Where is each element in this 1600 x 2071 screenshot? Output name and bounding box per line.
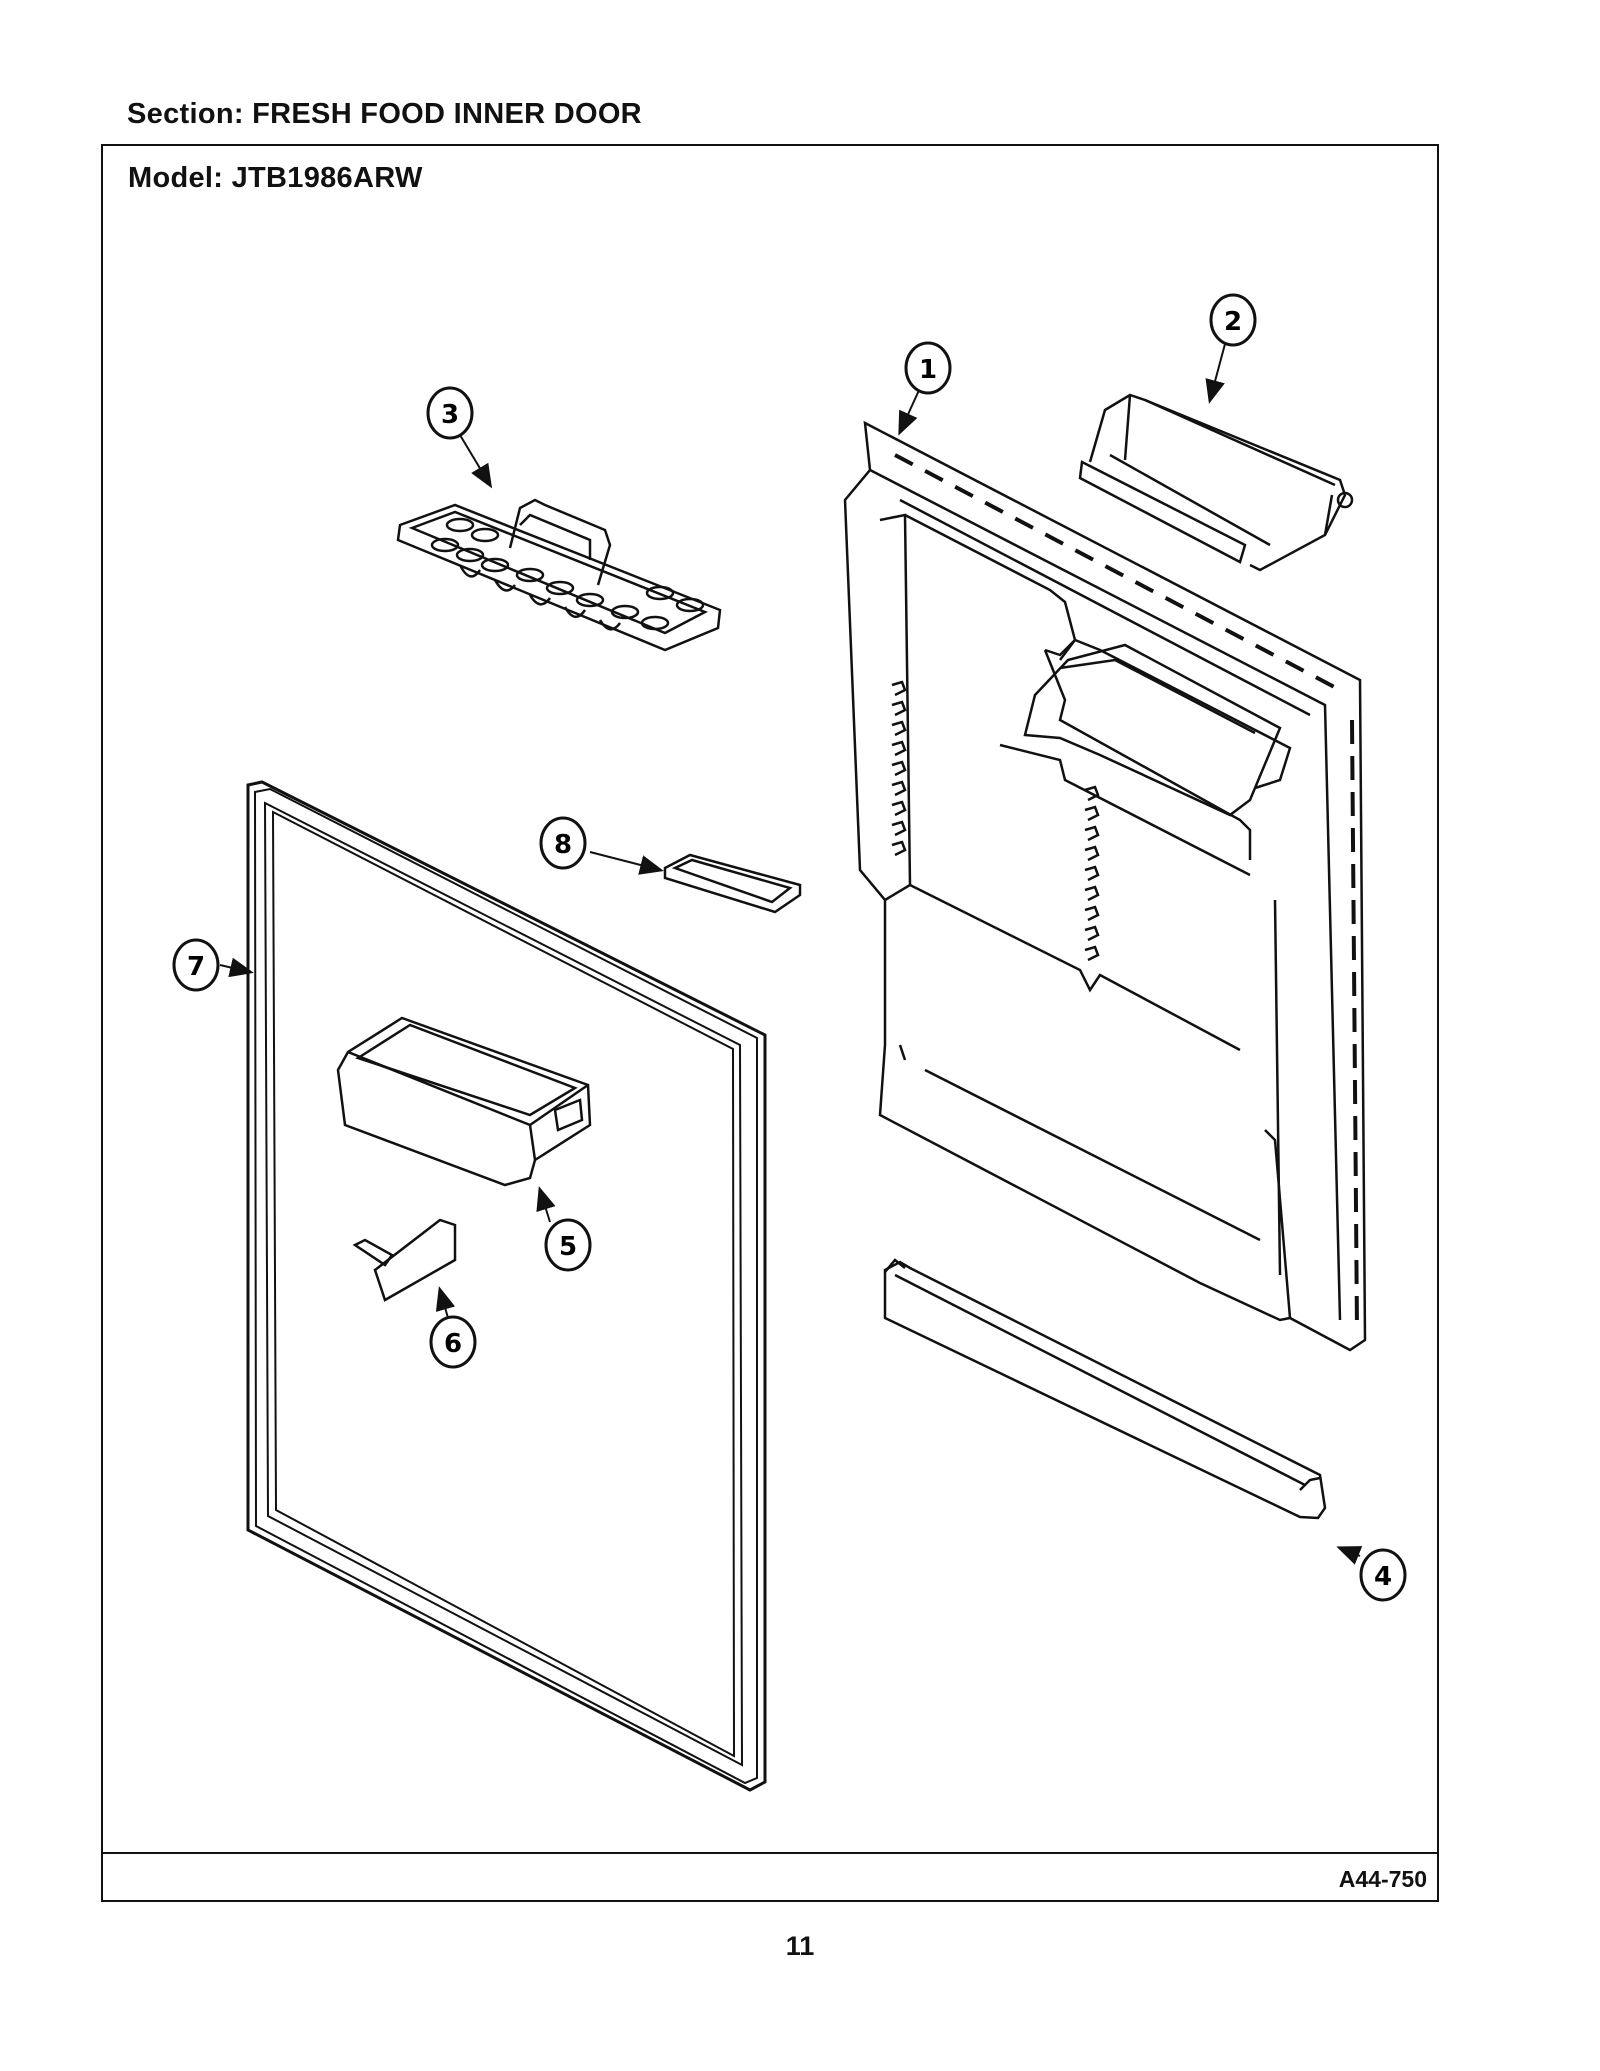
callout-7: 7 [172,938,220,992]
svg-text:3: 3 [441,400,459,430]
section-title: Section: FRESH FOOD INNER DOOR [127,98,642,130]
callout-6: 6 [429,1315,477,1369]
callout-5: 5 [544,1218,592,1272]
inner-door-liner-part-1 [843,420,1367,1352]
svg-text:5: 5 [559,1232,577,1262]
callout-2: 2 [1209,293,1257,347]
svg-text:8: 8 [554,830,572,860]
leader-arrows [219,343,1363,1565]
callout-4: 4 [1359,1548,1407,1602]
svg-text:1: 1 [919,355,937,385]
drawing-id: A44-750 [1338,1866,1427,1892]
door-gasket-part-7 [246,780,767,1792]
door-bin-part-5 [336,1016,592,1187]
model-title: Model: JTB1986ARW [128,162,423,194]
svg-text:6: 6 [444,1329,462,1359]
page-number: 11 [785,1931,815,1961]
callout-8: 8 [539,816,587,870]
callout-3: 3 [426,386,474,440]
diagram-frame: Model: JTB1986ARW A44-750 [101,144,1439,1902]
svg-text:4: 4 [1374,1562,1392,1592]
egg-tray-part-3 [396,498,722,652]
bin-clip-part-6 [352,1218,457,1302]
svg-text:2: 2 [1224,307,1242,337]
dairy-door-part-2 [1078,393,1354,572]
footer-divider [103,1852,1437,1854]
callout-1: 1 [904,341,952,395]
door-rail-part-4 [883,1258,1327,1520]
small-tray-part-8 [663,853,802,914]
svg-text:7: 7 [187,952,205,982]
